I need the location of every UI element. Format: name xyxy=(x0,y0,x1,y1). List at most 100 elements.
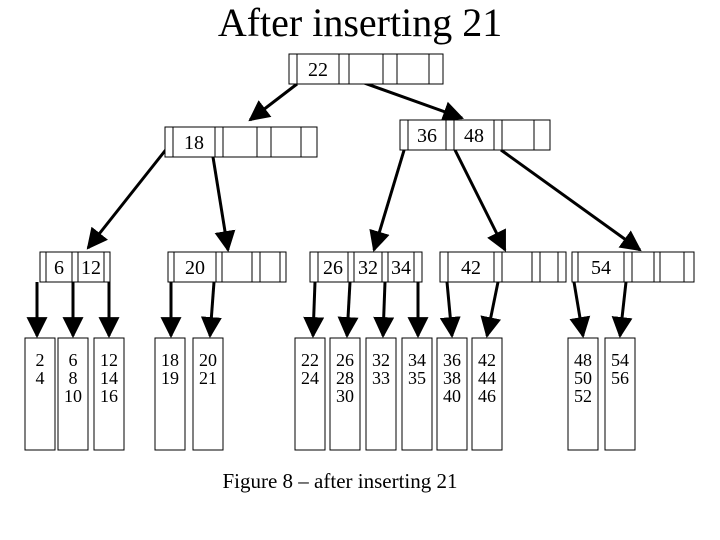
index-node: 6 12 xyxy=(39,251,111,283)
index-node-cell xyxy=(571,251,579,283)
leaf-key: 4 xyxy=(36,368,45,388)
index-node-cell xyxy=(259,251,281,283)
index-node: 54 xyxy=(571,251,695,283)
internal-node-cell xyxy=(164,126,174,158)
pointer-arrow xyxy=(303,281,325,339)
index-node-cell xyxy=(631,251,655,283)
index-node-cell xyxy=(493,251,503,283)
pointer-arrow xyxy=(248,82,298,122)
index-node-cell xyxy=(39,251,47,283)
root-node: 22 xyxy=(288,53,444,85)
pointer-arrow xyxy=(200,281,222,339)
index-node-cell xyxy=(347,251,355,283)
leaf-key: 21 xyxy=(199,368,217,388)
internal-node-cell xyxy=(300,126,318,158)
leaf-key: 20 xyxy=(199,350,217,370)
root-node-key: 22 xyxy=(308,59,328,81)
pointer-arrow xyxy=(453,149,507,252)
leaf-key: 40 xyxy=(443,386,461,406)
leaf-key: 19 xyxy=(161,368,179,388)
index-node-cell xyxy=(45,251,73,283)
pointer-arrow xyxy=(337,281,359,339)
leaf-page-box xyxy=(471,337,503,451)
leaf-key: 16 xyxy=(100,386,118,406)
index-node-key: 12 xyxy=(81,257,101,279)
internal-node-cell xyxy=(222,126,258,158)
pointer-arrow xyxy=(86,146,170,250)
leaf-page-box xyxy=(567,337,599,451)
leaf-key: 18 xyxy=(161,350,179,370)
internal-node-cell xyxy=(493,119,503,151)
index-node-cell xyxy=(309,251,319,283)
leaf-key: 36 xyxy=(443,350,461,370)
root-node-cell xyxy=(396,53,430,85)
pointer-arrows xyxy=(26,72,642,339)
index-node-cell xyxy=(557,251,567,283)
index-node-cell xyxy=(353,251,383,283)
leaf-page-box xyxy=(294,337,326,451)
leaf-page-box xyxy=(604,337,636,451)
index-node-key: 6 xyxy=(54,257,64,279)
leaf-key: 10 xyxy=(64,386,82,406)
leaf-key: 6 xyxy=(69,350,78,370)
index-node-cell xyxy=(279,251,287,283)
leaf-key: 35 xyxy=(408,368,426,388)
internal-node-cell xyxy=(407,119,447,151)
index-node-cell xyxy=(659,251,685,283)
index-node: 20 xyxy=(167,251,287,283)
internal-node-cell xyxy=(533,119,551,151)
leaf-key: 26 xyxy=(336,350,354,370)
leaf-page-box xyxy=(436,337,468,451)
leaf-page-box xyxy=(192,337,224,451)
internal-node-cell xyxy=(256,126,272,158)
leaf-key: 48 xyxy=(574,350,592,370)
root-node-cell xyxy=(428,53,444,85)
leaf-key: 12 xyxy=(100,350,118,370)
internal-node-cell xyxy=(445,119,455,151)
index-node-cell xyxy=(623,251,633,283)
root-node-cell xyxy=(288,53,298,85)
index-node-key: 26 xyxy=(323,257,343,279)
leaf-key: 22 xyxy=(301,350,319,370)
pointer-arrow xyxy=(480,281,502,339)
pointer-arrow xyxy=(373,281,395,339)
figure-caption: Figure 8 – after inserting 21 xyxy=(222,469,458,493)
internal-node-cell xyxy=(172,126,216,158)
pointer-arrow xyxy=(369,146,407,253)
leaf-page-box xyxy=(24,337,56,451)
leaf-page-box xyxy=(401,337,433,451)
index-node-cell xyxy=(413,251,423,283)
internal-node-key: 36 xyxy=(417,125,437,147)
leaf-page: 24 xyxy=(24,337,56,451)
leaf-key: 32 xyxy=(372,350,390,370)
internal-node-cell xyxy=(399,119,409,151)
leaf-key: 44 xyxy=(478,368,496,388)
index-node-cell xyxy=(167,251,175,283)
internal-node-cell xyxy=(270,126,302,158)
leaf-key: 28 xyxy=(336,368,354,388)
leaf-page-box xyxy=(365,337,397,451)
index-node-cell xyxy=(439,251,449,283)
leaf-key: 30 xyxy=(336,386,354,406)
pointer-arrow xyxy=(439,281,461,339)
index-node-cell xyxy=(77,251,105,283)
leaf-page-box xyxy=(93,337,125,451)
leaf-key: 34 xyxy=(408,350,426,370)
index-node-cell xyxy=(251,251,261,283)
leaf-key: 2 xyxy=(36,350,45,370)
internal-node-key: 18 xyxy=(184,132,204,154)
leaf-page-box xyxy=(57,337,89,451)
leaf-page-box xyxy=(154,337,186,451)
internal-node-cell xyxy=(453,119,495,151)
